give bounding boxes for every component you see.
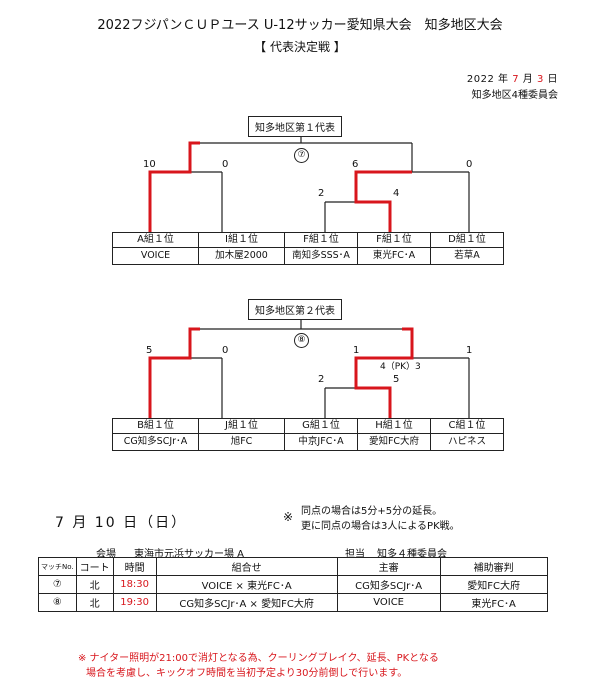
venue-label: 会場: [96, 549, 116, 560]
score-b: 5: [146, 345, 153, 356]
score-d: 0: [466, 159, 473, 170]
table-row: ⑧ 北 19:30 CG知多SCJr･A × 愛知FC大府 VOICE 東光FC…: [38, 593, 548, 612]
assistant-referee: 東光FC･A: [439, 593, 548, 612]
organizer: 知多地区4種委員会: [471, 90, 558, 101]
team-seed: D組１位: [431, 233, 503, 248]
date-day: 3: [536, 74, 544, 85]
duty-name: 知多４種委員会: [377, 549, 447, 560]
match-date: 7 月 10 日（日）: [55, 515, 188, 531]
score-semi-left: 1: [353, 345, 360, 356]
score-h: 5: [393, 374, 400, 385]
team-seed: C組１位: [431, 419, 503, 434]
referee: VOICE: [336, 593, 441, 612]
bracket2-right-teams: G組１位 中京JFC･A H組１位 愛知FC大府 C組１位 ハピネス: [284, 418, 504, 451]
note-mark: ※: [283, 510, 294, 524]
team-slot: H組１位 愛知FC大府: [357, 419, 430, 450]
team-name: VOICE: [140, 250, 171, 261]
venue-name: 東海市元浜サッカー場 A: [134, 549, 245, 560]
column-header: 時間: [112, 557, 157, 576]
bracket1-right-teams: F組１位 南知多SSS･A F組１位 東光FC･A D組１位 若草A: [284, 232, 504, 265]
team-name: 南知多SSS･A: [292, 250, 350, 261]
team-slot: J組１位 旭FC: [198, 419, 284, 450]
pairing: CG知多SCJr･A × 愛知FC大府: [155, 593, 338, 612]
pairing: VOICE × 東光FC･A: [155, 575, 338, 594]
team-seed: H組１位: [358, 419, 430, 434]
score-i: 0: [222, 159, 229, 170]
match-number: ⑧: [38, 593, 77, 612]
team-name: 東光FC･A: [372, 250, 416, 261]
column-header: 組合せ: [155, 557, 338, 576]
team-seed: J組１位: [199, 419, 284, 434]
court: 北: [75, 593, 114, 612]
kickoff-time: 19:30: [112, 593, 157, 612]
date-year: 2022: [466, 74, 495, 85]
team-name: 愛知FC大府: [368, 436, 420, 447]
footer-note-2: 場合を考慮し、キックオフ時間を当初予定より30分前倒しで行います。: [86, 668, 408, 679]
date-year-unit: 年: [498, 74, 509, 85]
footer-note-1: ※ ナイター照明が21:00で消灯となる為、クーリングブレイク、延長、PKとなる: [78, 653, 439, 664]
page-title: 2022フジパンＣＵＰユース U-12サッカー愛知県大会 知多地区大会: [97, 18, 503, 33]
team-name: 加木屋2000: [215, 250, 268, 261]
team-seed: F組１位: [285, 233, 357, 248]
team-name: ハピネス: [447, 436, 486, 447]
team-slot: A組１位 VOICE: [113, 233, 198, 264]
kickoff-time: 18:30: [112, 575, 157, 594]
team-seed: A組１位: [113, 233, 198, 248]
score-semi-left: 6: [352, 159, 359, 170]
bracket-lines: [148, 135, 470, 418]
bracket1-winner-lines: [148, 141, 412, 232]
score-c: 1: [466, 345, 473, 356]
team-slot: F組１位 東光FC･A: [357, 233, 430, 264]
score-f2: 4: [393, 188, 400, 199]
match-number: ⑦: [38, 575, 77, 594]
bracket1-match-number: ⑦: [294, 148, 309, 163]
court: 北: [75, 575, 114, 594]
bracket2-lines: [190, 318, 470, 418]
bracket1-left-teams: A組１位 VOICE I組１位 加木屋2000: [112, 232, 285, 265]
score-f1: 2: [318, 188, 325, 199]
column-header: 補助審判: [439, 557, 548, 576]
bracket2-left-teams: B組１位 CG知多SCJr･A J組１位 旭FC: [112, 418, 285, 451]
issue-date: 2022 年 7 月 3 日: [467, 70, 558, 85]
team-slot: B組１位 CG知多SCJr･A: [113, 419, 198, 450]
team-slot: F組１位 南知多SSS･A: [285, 233, 357, 264]
team-slot: I組１位 加木屋2000: [198, 233, 284, 264]
team-slot: C組１位 ハピネス: [430, 419, 503, 450]
score-a: 10: [143, 159, 156, 170]
team-seed: B組１位: [113, 419, 198, 434]
score-j: 0: [222, 345, 229, 356]
team-slot: G組１位 中京JFC･A: [285, 419, 357, 450]
team-name: 中京JFC･A: [298, 436, 344, 447]
bracket1-label: 知多地区第１代表: [248, 116, 342, 137]
bracket2-label: 知多地区第２代表: [248, 299, 342, 320]
date-day-unit: 日: [547, 74, 558, 85]
team-seed: G組１位: [285, 419, 357, 434]
schedule-table: マッチNo. コート 時間 組合せ 主審 補助審判 ⑦ 北 18:30 VOIC…: [38, 557, 548, 612]
column-header: マッチNo.: [38, 557, 77, 576]
table-row: ⑦ 北 18:30 VOICE × 東光FC･A CG知多SCJr･A 愛知FC…: [38, 575, 548, 594]
assistant-referee: 愛知FC大府: [439, 575, 548, 594]
score-pk: 4（PK）3: [380, 362, 421, 372]
team-slot: D組１位 若草A: [430, 233, 503, 264]
duty-label: 担当: [345, 549, 365, 560]
rule-note-1: 同点の場合は5分+5分の延長。: [301, 506, 443, 517]
table-header-row: マッチNo. コート 時間 組合せ 主審 補助審判: [38, 557, 548, 576]
column-header: 主審: [336, 557, 441, 576]
team-name: 若草A: [454, 250, 480, 261]
bracket1-lines: [190, 135, 470, 232]
team-name: CG知多SCJr･A: [123, 436, 188, 447]
date-month-unit: 月: [522, 74, 534, 85]
column-header: コート: [75, 557, 114, 576]
rule-note-2: 更に同点の場合は3人によるPK戦。: [301, 521, 460, 532]
team-seed: I組１位: [199, 233, 284, 248]
bracket2-match-number: ⑧: [294, 333, 309, 348]
page-subtitle: 【 代表決定戦 】: [254, 40, 346, 54]
team-seed: F組１位: [358, 233, 430, 248]
score-g: 2: [318, 374, 325, 385]
referee: CG知多SCJr･A: [336, 575, 441, 594]
bracket2-winner-lines: [148, 327, 414, 418]
team-name: 旭FC: [230, 436, 253, 447]
date-month: 7: [512, 74, 520, 85]
